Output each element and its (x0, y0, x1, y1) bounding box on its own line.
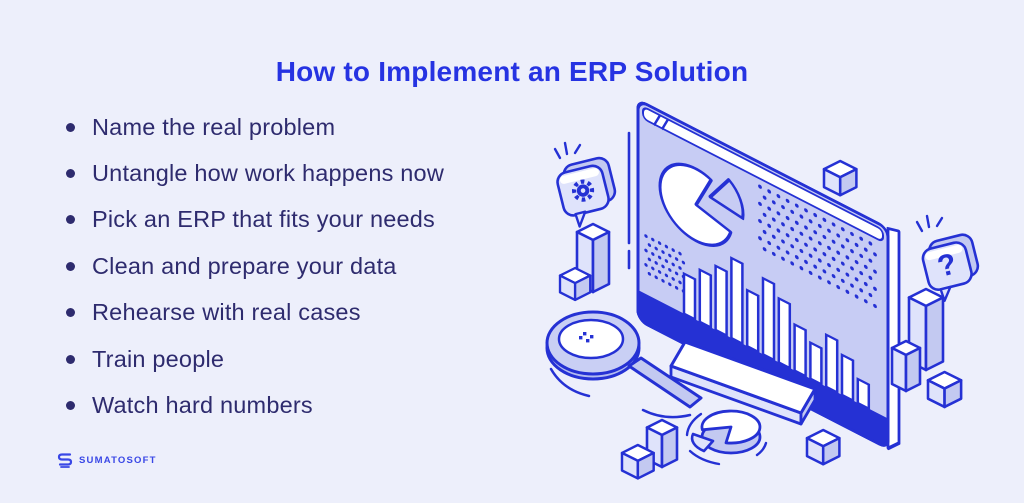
bullet-dot (66, 354, 75, 364)
list-item: Train people (66, 336, 444, 382)
dot-grid (758, 184, 877, 309)
sparkle-icon (915, 214, 944, 233)
dot-grid (644, 234, 686, 294)
bullet-dot (66, 308, 75, 318)
list-item-label: Rehearse with real cases (92, 299, 361, 326)
logo-brand-text: SUMATOSOFT (79, 455, 157, 466)
column-icon (890, 339, 922, 393)
bullet-dot (66, 401, 75, 411)
list-item: Clean and prepare your data (66, 243, 444, 289)
list-item-label: Untangle how work happens now (92, 160, 444, 187)
bullet-dot (66, 122, 75, 132)
list-item: Watch hard numbers (66, 382, 444, 428)
list-item: Untangle how work happens now (66, 150, 444, 196)
list-item: Rehearse with real cases (66, 290, 444, 336)
cube-icon (558, 266, 592, 302)
question-speech-bubble: ? (915, 214, 980, 302)
list-item-label: Pick an ERP that fits your needs (92, 206, 435, 233)
column-icon (575, 222, 611, 294)
cube-icon (620, 443, 655, 480)
pie-chart-icon (658, 162, 745, 248)
monitor-icon (636, 101, 901, 451)
list-item-label: Train people (92, 345, 225, 372)
erp-isometric-illustration: ? (545, 101, 980, 480)
gear-speech-bubble (553, 141, 617, 228)
list-item: Name the real problem (66, 104, 444, 150)
gear-icon (571, 179, 595, 202)
cube-icon (822, 159, 858, 197)
sumatosoft-logo: SUMATOSOFT (57, 452, 157, 469)
bullet-dot (66, 215, 75, 225)
magnifier-icon (545, 310, 703, 419)
list-item: Pick an ERP that fits your needs (66, 197, 444, 243)
keyboard-icon (669, 340, 817, 426)
list-item-label: Clean and prepare your data (92, 252, 397, 279)
bullet-dot (66, 261, 75, 271)
cube-icon (926, 370, 963, 409)
sparkle-icon (553, 141, 582, 160)
list-item-label: Watch hard numbers (92, 392, 313, 419)
bullet-dot (66, 169, 75, 179)
erp-steps-list: Name the real problem Untangle how work … (66, 104, 444, 429)
cube-icon (805, 428, 841, 466)
list-item-label: Name the real problem (92, 113, 336, 140)
pie-chart-3d-icon (685, 409, 768, 466)
sumatosoft-s-icon (57, 453, 73, 468)
bar-chart-icon (682, 256, 871, 411)
page-title: How to Implement an ERP Solution (275, 55, 749, 87)
